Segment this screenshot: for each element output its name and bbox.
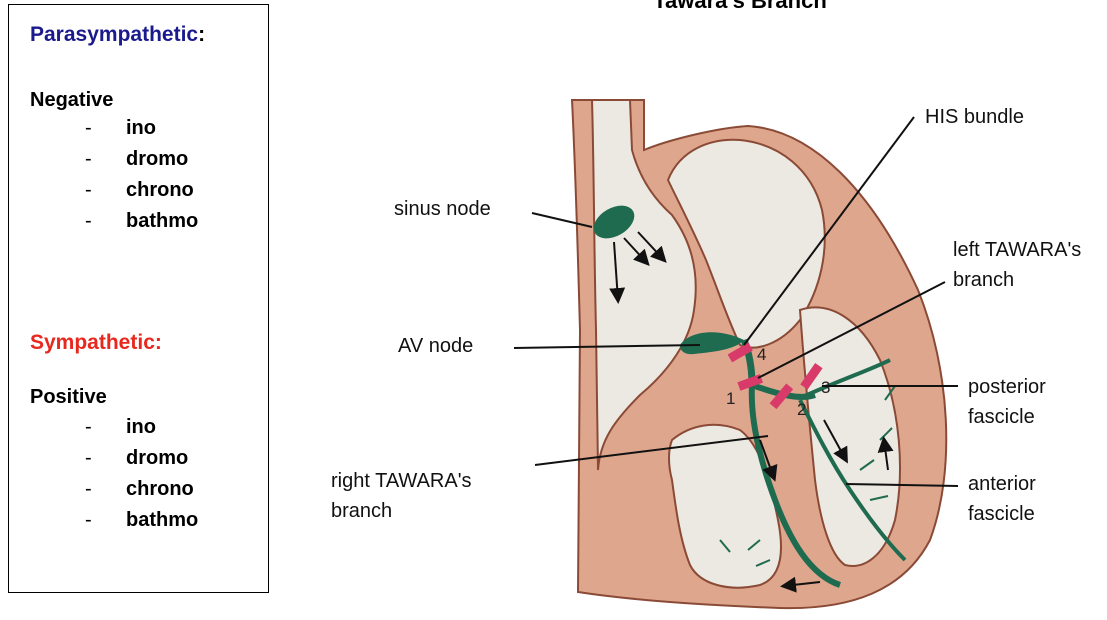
- list-item: - chrono: [30, 175, 198, 206]
- label-anterior-line1: anterior: [968, 473, 1036, 495]
- autonomic-effects-panel: Parasympathetic: Negative - ino - dromo - c…: [8, 4, 269, 593]
- block-number-4: 4: [757, 345, 766, 364]
- label-sinus-node: sinus node: [394, 198, 491, 220]
- positive-effects-list: - ino - dromo - chrono - bathmo: [30, 412, 198, 536]
- negative-effect-bathmo: bathmo: [126, 210, 198, 232]
- list-dash: -: [85, 474, 92, 505]
- positive-label: Positive: [30, 386, 107, 409]
- negative-label: Negative: [30, 89, 113, 112]
- label-his-bundle: HIS bundle: [925, 106, 1024, 128]
- list-item: - ino: [30, 113, 198, 144]
- block-number-1: 1: [726, 389, 735, 408]
- list-dash: -: [85, 175, 92, 206]
- list-dash: -: [85, 505, 92, 536]
- list-item: - dromo: [30, 144, 198, 175]
- label-posterior-line2: fascicle: [968, 406, 1035, 428]
- label-left-tawara-line1: left TAWARA's: [953, 239, 1081, 261]
- sympathetic-heading: Sympathetic:: [30, 331, 162, 355]
- negative-effect-dromo: dromo: [126, 148, 188, 170]
- label-right-tawara-line2: branch: [331, 500, 392, 522]
- list-item: - bathmo: [30, 206, 198, 237]
- list-item: - chrono: [30, 474, 198, 505]
- list-dash: -: [85, 144, 92, 175]
- negative-effect-chrono: chrono: [126, 179, 194, 201]
- list-dash: -: [85, 113, 92, 144]
- block-number-3: 3: [821, 378, 830, 397]
- list-item: - dromo: [30, 443, 198, 474]
- negative-effect-ino: ino: [126, 117, 156, 139]
- label-right-tawara-line1: right TAWARA's: [331, 470, 472, 492]
- diagram-title: Tawara's Branch: [653, 0, 827, 13]
- block-number-2: 2: [797, 400, 806, 419]
- label-av-node: AV node: [398, 335, 473, 357]
- positive-effect-bathmo: bathmo: [126, 509, 198, 531]
- list-item: - bathmo: [30, 505, 198, 536]
- negative-effects-list: - ino - dromo - chrono - bathmo: [30, 113, 198, 237]
- parasympathetic-heading-colon: :: [198, 23, 205, 46]
- list-dash: -: [85, 206, 92, 237]
- list-dash: -: [85, 412, 92, 443]
- list-item: - ino: [30, 412, 198, 443]
- parasympathetic-heading: Parasympathetic:: [30, 23, 205, 47]
- label-posterior-line1: posterior: [968, 376, 1046, 398]
- label-left-tawara-line2: branch: [953, 269, 1014, 291]
- positive-effect-dromo: dromo: [126, 447, 188, 469]
- heart-conduction-diagram: Tawara's Branch 4 1 2 3 sinus node HIS b…: [270, 0, 1107, 620]
- positive-effect-ino: ino: [126, 416, 156, 438]
- positive-effect-chrono: chrono: [126, 478, 194, 500]
- parasympathetic-heading-text: Parasympathetic: [30, 23, 198, 46]
- label-anterior-line2: fascicle: [968, 503, 1035, 525]
- list-dash: -: [85, 443, 92, 474]
